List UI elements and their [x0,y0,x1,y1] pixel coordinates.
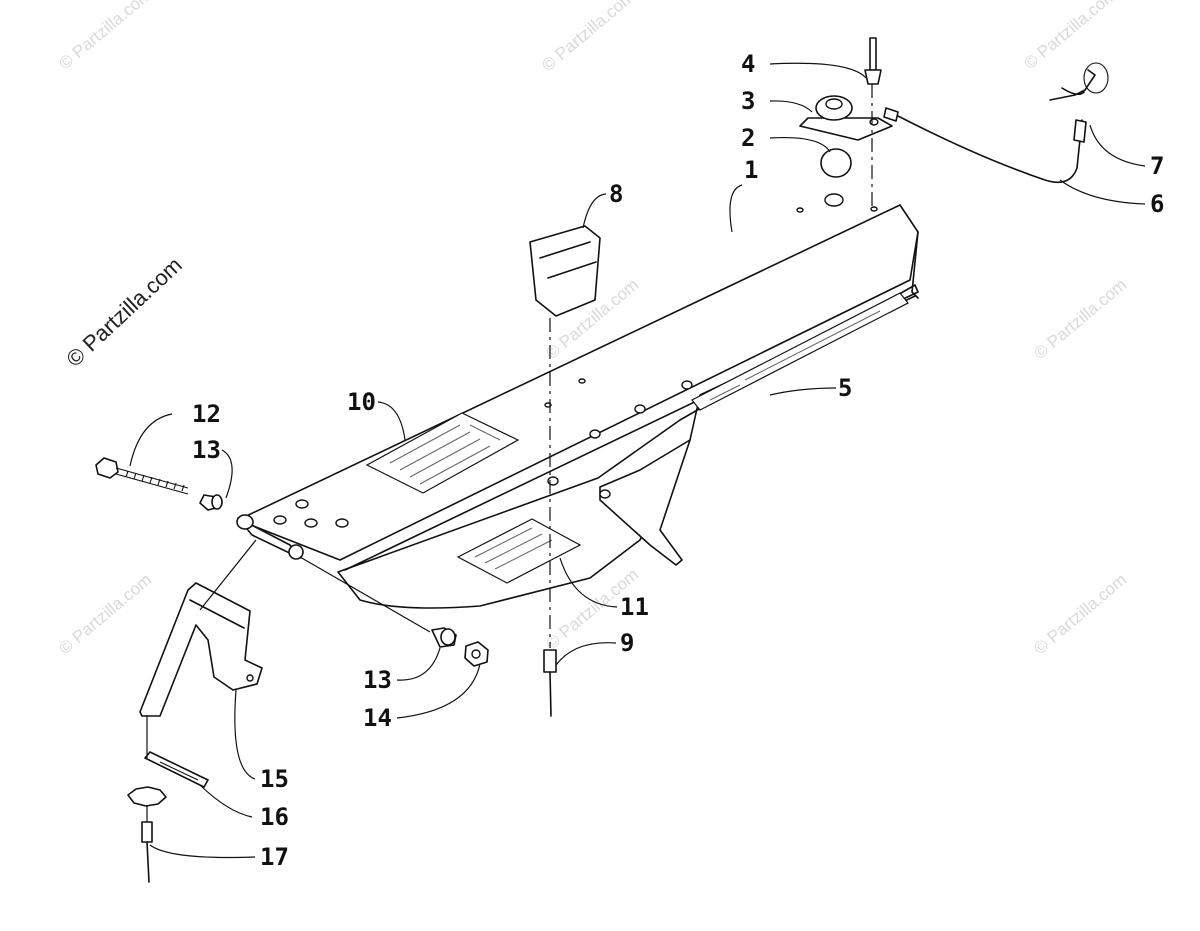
callouts: 1 2 3 4 5 6 7 8 9 10 11 12 13 13 14 15 1… [192,50,1164,871]
callout-14: 14 [363,704,392,732]
callout-1: 1 [744,156,758,184]
hitch-plate [237,193,919,609]
callout-12: 12 [192,400,221,428]
callout-2: 2 [741,124,755,152]
assembly-line [199,539,257,611]
partzilla-credit: © Partzilla.com [61,252,186,371]
callout-10: 10 [347,388,376,416]
clip [529,225,601,317]
watermark: © Partzilla.com [1030,570,1130,658]
watermark: © Partzilla.com [1030,275,1130,363]
pin [864,37,882,85]
rivet-center [543,649,557,717]
callout-5: 5 [838,374,852,402]
rivet-lower [141,821,153,883]
bushing [199,494,223,511]
callout-4: 4 [741,50,755,78]
slide-plate [144,751,209,788]
watermark: © Partzilla.com [55,570,155,658]
callout-13-lower: 13 [363,666,392,694]
callout-3: 3 [741,87,755,115]
callout-8: 8 [609,180,623,208]
bushing [431,627,457,648]
watermark: © Partzilla.com [1020,0,1120,73]
watermark: © Partzilla.com [538,0,638,75]
star-washer [127,786,167,807]
callout-17: 17 [260,843,289,871]
callout-15: 15 [260,765,289,793]
stand-bracket [139,582,263,717]
callout-9: 9 [620,629,634,657]
callout-7: 7 [1150,152,1164,180]
bolt [95,457,189,495]
hitch-clip-pin [1049,62,1109,143]
callout-16: 16 [260,803,289,831]
lanyard-cable [883,107,1083,184]
nut [464,641,489,667]
pivot-tube [236,514,304,560]
retainer-plate [799,95,893,141]
callout-13-upper: 13 [192,436,221,464]
grommet [820,148,852,178]
watermark: © Partzilla.com [55,0,155,73]
callout-11: 11 [620,593,649,621]
callout-6: 6 [1150,190,1164,218]
assembly-line [299,556,431,633]
leader-lines [129,62,1146,859]
